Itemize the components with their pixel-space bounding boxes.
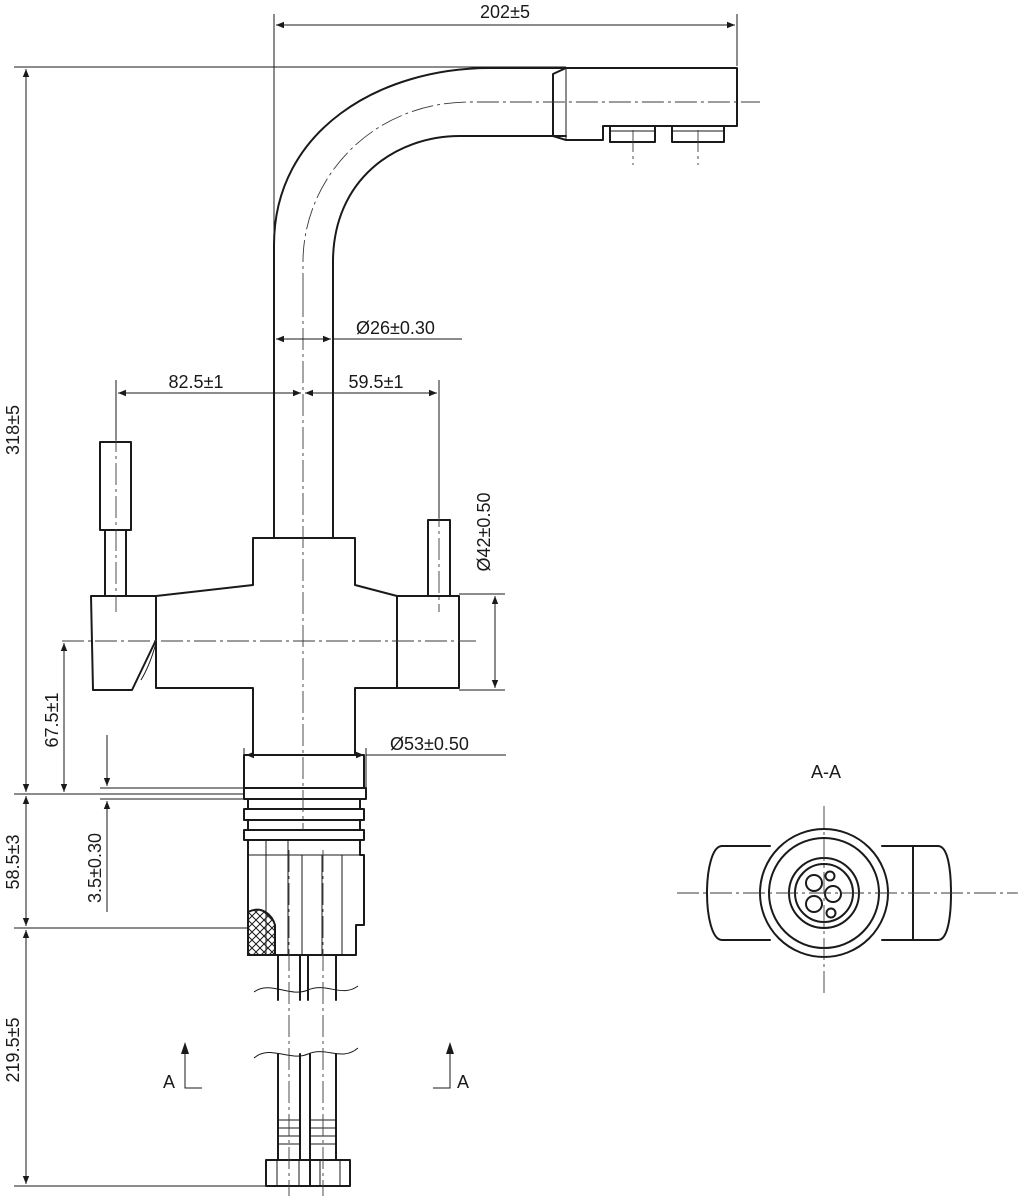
fixing-nut <box>247 839 365 956</box>
spout-outer-contour <box>273 67 567 539</box>
dim-washer-thickness: 3.5±0.30 <box>85 833 105 903</box>
spout-head <box>552 67 738 141</box>
base-ring <box>243 754 365 789</box>
dimension-lines: 202±5 318±5 Ø26±0.30 82.5±1 59.5±1 Ø42±0… <box>3 2 738 1187</box>
outlet-nozzle-left <box>609 125 656 143</box>
dim-hose-length: 219.5±5 <box>3 1018 23 1083</box>
svg-text:A: A <box>457 1072 469 1092</box>
section-marker-right: A <box>433 1042 469 1092</box>
left-handle-lever <box>99 441 132 531</box>
dim-base-diameter: Ø53±0.50 <box>390 734 469 754</box>
faucet-side-view <box>62 67 760 1196</box>
hose-nut-left <box>265 1159 311 1187</box>
mixer-body <box>155 537 398 756</box>
rubber-seal <box>247 908 276 956</box>
dim-right-handle-offset: 59.5±1 <box>349 372 404 392</box>
dim-handle-axis-height: 67.5±1 <box>42 693 62 748</box>
dim-total-height: 318±5 <box>3 405 23 455</box>
section-marker-left: A <box>163 1042 202 1092</box>
right-handle-housing <box>396 595 460 689</box>
dim-spout-reach: 202±5 <box>480 2 530 22</box>
left-handle-housing <box>90 595 157 691</box>
hose-nut-right <box>309 1159 351 1187</box>
dim-spout-diameter: Ø26±0.30 <box>356 318 435 338</box>
base-washer <box>243 787 367 800</box>
section-title: A-A <box>811 762 841 782</box>
section-view-a-a: A-A <box>677 762 1018 995</box>
flexible-hoses <box>253 954 359 1166</box>
svg-text:A: A <box>163 1072 175 1092</box>
spout-inner-contour <box>332 135 567 539</box>
dim-shank-length: 58.5±3 <box>3 835 23 890</box>
dim-body-diameter: Ø42±0.50 <box>474 493 494 572</box>
dim-left-handle-offset: 82.5±1 <box>169 372 224 392</box>
